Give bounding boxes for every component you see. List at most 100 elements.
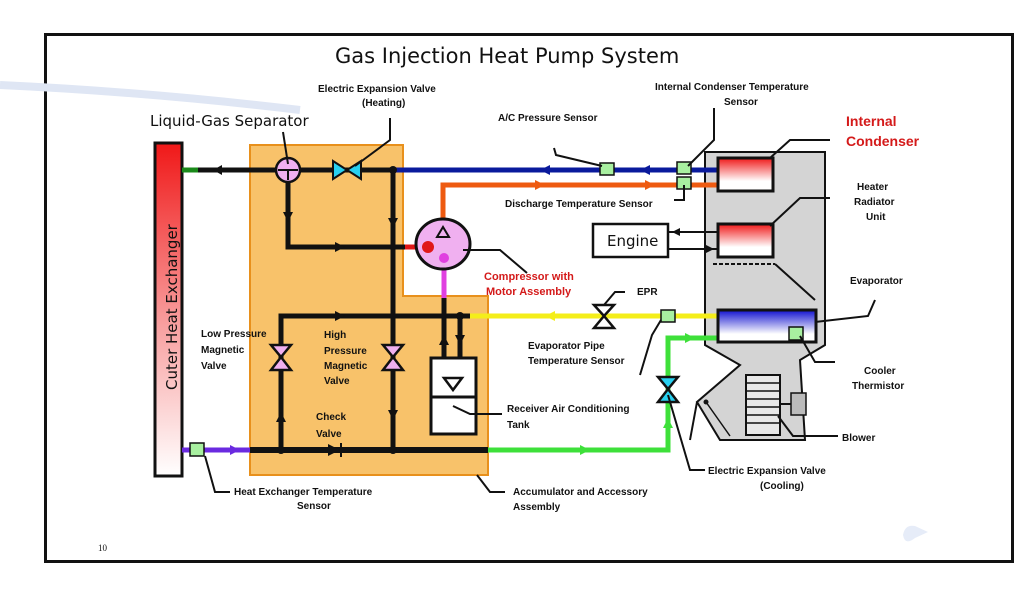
- epr-label: EPR: [637, 287, 658, 298]
- evaporator-label: Evaporator: [850, 276, 903, 287]
- flow-arrow: [335, 242, 345, 252]
- pipe-orange-discharge: [440, 182, 718, 225]
- engine-label: Engine: [607, 232, 658, 250]
- flow-arrow: [230, 445, 240, 455]
- cooler-thermistor-label-2: Thermistor: [852, 381, 904, 392]
- slide-frame: [44, 33, 1014, 563]
- high-pressure-valve-label-3: Magnetic: [324, 361, 368, 372]
- internal-condenser-temp-sensor-label-2: Sensor: [724, 97, 758, 108]
- heater-radiator-unit: [716, 222, 775, 259]
- heater-radiator-label-2: Radiator: [854, 197, 895, 208]
- flow-arrow: [388, 410, 398, 420]
- compressor-label-2: Motor Assembly: [486, 286, 572, 298]
- flow-arrow: [706, 245, 714, 253]
- page-number: 10: [98, 543, 108, 553]
- accumulator-assembly-region: [249, 144, 489, 476]
- eev-cooling-label-2: (Cooling): [760, 481, 804, 492]
- ac-pressure-sensor-label: A/C Pressure Sensor: [498, 113, 598, 124]
- flow-arrow: [663, 418, 673, 428]
- compressor: [414, 217, 472, 271]
- heat-exchanger-temp-label-2: Sensor: [297, 501, 331, 512]
- eev-heating-label: Electric Expansion Valve: [318, 84, 436, 95]
- engine-box: [591, 222, 670, 259]
- low-pressure-valve-label-2: Magnetic: [201, 345, 245, 356]
- outer-heat-exchanger-label: Cuter Heat Exchanger: [163, 223, 181, 390]
- blower: [745, 374, 781, 436]
- flow-arrow: [213, 165, 222, 175]
- flow-arrow: [672, 228, 680, 236]
- flow-arrow: [388, 218, 398, 228]
- check-valve-label-2: Valve: [316, 429, 342, 440]
- heat-exchanger-temp-label: Heat Exchanger Temperature: [234, 487, 373, 498]
- flow-arrow: [455, 335, 465, 345]
- intake-door-pivot: [703, 399, 709, 405]
- blower-fins: [746, 382, 780, 424]
- internal-condenser-temp-sensor-label: Internal Condenser Temperature: [655, 82, 809, 93]
- internal-condenser-label-2: Condenser: [846, 133, 920, 149]
- liquid-gas-separator-label: Liquid-Gas Separator: [150, 112, 309, 130]
- flow-arrow: [640, 165, 650, 175]
- flow-arrow: [535, 180, 545, 190]
- low-pressure-valve-label-3: Valve: [201, 361, 227, 372]
- flow-arrow: [335, 311, 345, 321]
- receiver-tank-label: Receiver Air Conditioning: [507, 404, 629, 415]
- flow-arrow: [540, 165, 550, 175]
- watermark-icon: [903, 525, 928, 542]
- blower-label: Blower: [842, 433, 875, 444]
- liquid-level-icon: [441, 376, 465, 393]
- high-pressure-valve-label-2: Pressure: [324, 346, 367, 357]
- ac-pressure-sensor: [599, 162, 615, 176]
- flow-arrow: [439, 335, 449, 345]
- eev-cooling-icon: [655, 375, 681, 404]
- pipe-junction: [277, 446, 285, 454]
- flow-arrow: [580, 445, 590, 455]
- check-valve-label: Check: [316, 412, 346, 423]
- background-streak: [0, 81, 301, 114]
- discharge-temp-sensor-label: Discharge Temperature Sensor: [505, 199, 653, 210]
- flow-arrow: [276, 412, 286, 422]
- high-pressure-valve-label: High: [324, 330, 346, 341]
- flow-arrow: [283, 212, 293, 222]
- evaporator-pipe-temp-sensor: [660, 309, 676, 323]
- eev-heating-icon: [332, 159, 362, 181]
- evaporator-pipe-temp-label: Evaporator Pipe: [528, 341, 605, 352]
- pipe-junction: [389, 166, 397, 174]
- slide-title: Gas Injection Heat Pump System: [335, 44, 679, 68]
- heater-radiator-label: Heater: [857, 182, 888, 193]
- epr-leader: [603, 291, 625, 306]
- heat-exchanger-temp-sensor: [189, 442, 205, 457]
- low-pressure-valve-icon: [268, 343, 294, 372]
- check-valve-icon: [328, 444, 340, 456]
- outer-heat-exchanger: [153, 141, 184, 478]
- high-pressure-valve-label-4: Valve: [324, 376, 350, 387]
- pipe-low-pressure-loop: [278, 313, 470, 450]
- compressor-injection-port: [422, 241, 434, 253]
- internal-condenser: [716, 156, 775, 193]
- internal-condenser-label: Internal: [846, 113, 897, 129]
- eev-heating-label-2: (Heating): [362, 98, 405, 109]
- heater-radiator-label-3: Unit: [866, 212, 886, 223]
- blower-motor: [790, 392, 807, 416]
- flow-arrow: [685, 333, 695, 343]
- internal-condenser-temp-sensor: [676, 161, 692, 175]
- flow-arrow: [645, 180, 655, 190]
- evaporator-pipe-temp-label-2: Temperature Sensor: [528, 356, 625, 367]
- pipe-green-cooling: [488, 335, 718, 453]
- air-mix-door-flap: [774, 263, 816, 301]
- receiver-tank-label-2: Tank: [507, 420, 530, 431]
- compressor-discharge-icon: [435, 225, 451, 238]
- pipe-separator-to-compressor: [285, 180, 410, 250]
- high-pressure-valve-icon: [380, 343, 406, 372]
- cooler-thermistor-label: Cooler: [864, 366, 896, 377]
- leader-lines: [204, 108, 876, 493]
- pipe-junction: [389, 446, 397, 454]
- eev-cooling-label: Electric Expansion Valve: [708, 466, 826, 477]
- compressor-suction-port: [439, 253, 449, 263]
- flow-arrow: [545, 311, 555, 321]
- compressor-label: Compressor with: [484, 271, 574, 283]
- low-pressure-valve-label: Low Pressure: [201, 329, 267, 340]
- accumulator-label: Accumulator and Accessory: [513, 487, 648, 498]
- intake-door: [705, 401, 731, 437]
- accumulator-label-2: Assembly: [513, 502, 561, 513]
